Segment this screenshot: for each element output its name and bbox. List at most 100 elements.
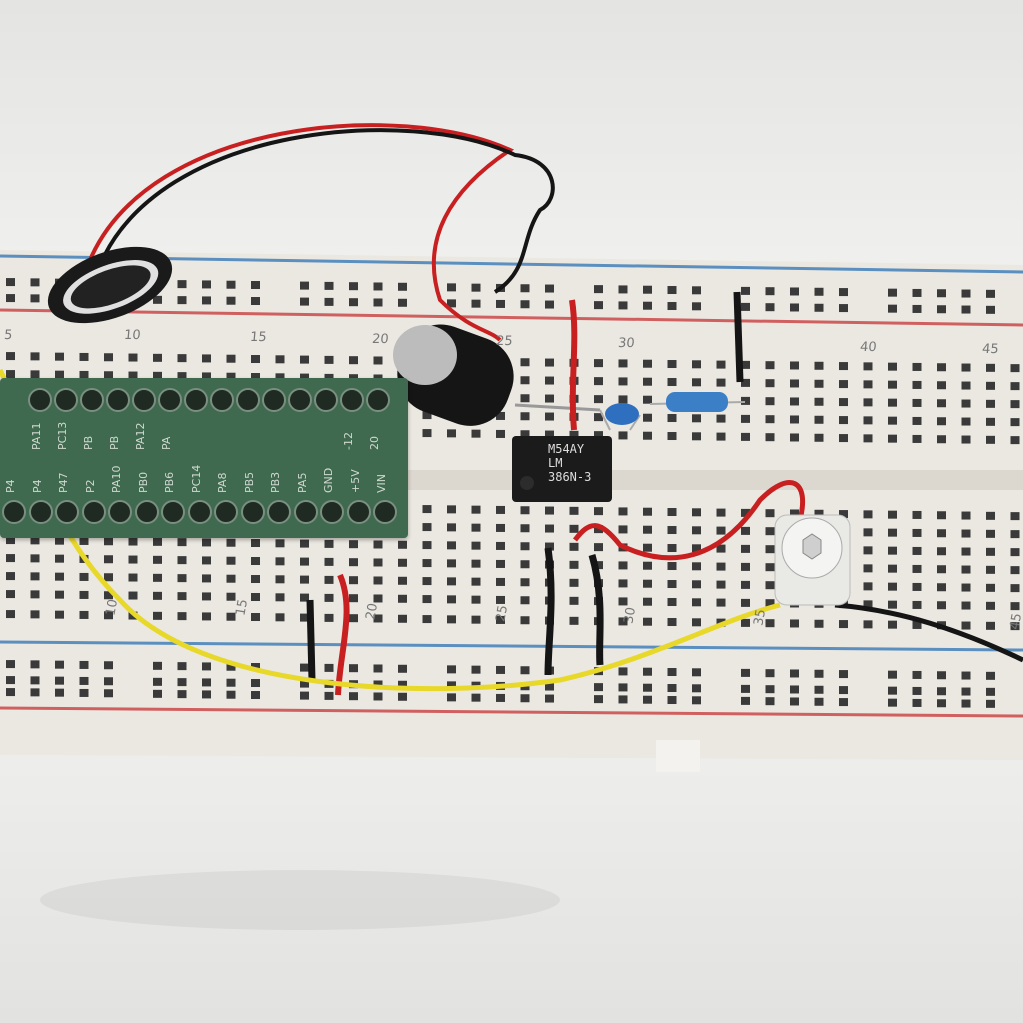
wire-black-jumper-top bbox=[733, 291, 744, 383]
breadboard-hole bbox=[520, 596, 530, 605]
breadboard-hole bbox=[300, 539, 309, 548]
breadboard-hole bbox=[251, 539, 260, 548]
breadboard-hole bbox=[202, 280, 211, 289]
breadboard-hole bbox=[692, 684, 701, 693]
pin-label: PA bbox=[160, 436, 173, 450]
column-number: 40 bbox=[859, 340, 878, 355]
breadboard-hole bbox=[618, 579, 628, 588]
breadboard-hole bbox=[618, 561, 628, 570]
breadboard-hole bbox=[520, 412, 530, 421]
breadboard-hole bbox=[692, 286, 701, 295]
breadboard-hole bbox=[594, 377, 603, 386]
column-number: 10 bbox=[103, 598, 122, 617]
breadboard-hole bbox=[692, 696, 701, 705]
breadboard-hole bbox=[104, 677, 113, 686]
breadboard-hole bbox=[349, 282, 358, 291]
pin-label: -12 bbox=[342, 432, 355, 450]
breadboard-hole bbox=[373, 540, 383, 549]
breadboard-hole bbox=[447, 665, 456, 674]
breadboard-hole bbox=[202, 662, 211, 671]
breadboard-hole bbox=[667, 360, 677, 369]
breadboard-hole bbox=[937, 511, 946, 520]
breadboard-hole bbox=[961, 621, 971, 630]
breadboard-hole bbox=[6, 536, 15, 545]
breadboard-hole bbox=[937, 699, 946, 708]
breadboard-hole bbox=[863, 582, 873, 591]
breadboard-hole bbox=[226, 678, 236, 687]
breadboard-hole bbox=[888, 546, 897, 555]
breadboard-hole bbox=[251, 355, 260, 364]
breadboard-hole bbox=[349, 298, 358, 307]
breadboard-hole bbox=[251, 281, 260, 290]
breadboard-hole bbox=[765, 697, 775, 706]
breadboard-hole bbox=[30, 554, 40, 563]
pin-label: P4 bbox=[30, 479, 44, 493]
breadboard-hole bbox=[177, 574, 187, 583]
breadboard-hole bbox=[618, 683, 628, 692]
breadboard-hole bbox=[202, 612, 211, 621]
breadboard-hole bbox=[226, 574, 236, 583]
breadboard-hole bbox=[863, 398, 873, 407]
breadboard-hole bbox=[177, 612, 187, 621]
breadboard-hole bbox=[520, 694, 530, 703]
breadboard-hole bbox=[226, 538, 236, 547]
breadboard-hole bbox=[447, 595, 456, 604]
wire-red-bottom bbox=[335, 573, 350, 696]
column-number: 20 bbox=[363, 602, 382, 621]
breadboard-hole bbox=[937, 399, 946, 408]
breadboard-hole bbox=[643, 507, 652, 516]
breadboard-hole bbox=[373, 680, 383, 689]
breadboard-hole bbox=[177, 690, 187, 699]
breadboard-hole bbox=[594, 507, 603, 516]
breadboard-hole bbox=[349, 540, 358, 549]
breadboard-hole bbox=[888, 528, 897, 537]
breadboard-hole bbox=[986, 289, 995, 298]
breadboard-hole bbox=[373, 664, 383, 673]
breadboard-hole bbox=[6, 294, 15, 303]
breadboard-hole bbox=[1010, 436, 1020, 445]
header-pin bbox=[158, 388, 182, 412]
breadboard-hole bbox=[643, 561, 652, 570]
breadboard-hole bbox=[961, 381, 971, 390]
breadboard-hole bbox=[373, 298, 383, 307]
pin-label: PB bbox=[108, 435, 121, 450]
breadboard-hole bbox=[349, 356, 358, 365]
header-pin bbox=[55, 500, 79, 524]
breadboard-hole bbox=[667, 302, 677, 311]
breadboard-hole bbox=[863, 600, 873, 609]
breadboard-hole bbox=[545, 284, 554, 293]
breadboard-hole bbox=[349, 594, 358, 603]
breadboard-hole bbox=[275, 575, 285, 584]
column-number: 15 bbox=[233, 598, 252, 617]
breadboard-hole bbox=[324, 613, 334, 622]
breadboard-hole bbox=[471, 283, 481, 292]
speaker-wire-red bbox=[88, 123, 515, 342]
breadboard-hole bbox=[692, 562, 701, 571]
breadboard-hole bbox=[55, 676, 64, 685]
breadboard-hole bbox=[814, 697, 824, 706]
breadboard-hole bbox=[667, 618, 677, 627]
rail-line-red-bottom bbox=[0, 706, 1023, 718]
breadboard-hole bbox=[300, 355, 309, 364]
breadboard-hole bbox=[765, 287, 775, 296]
wire-red-pot bbox=[573, 480, 806, 561]
breadboard-hole bbox=[692, 544, 701, 553]
breadboard-hole bbox=[643, 359, 652, 368]
breadboard-hole bbox=[594, 285, 603, 294]
breadboard-hole bbox=[863, 380, 873, 389]
breadboard-hole bbox=[496, 693, 505, 702]
breadboard-hole bbox=[814, 433, 824, 442]
header-pin bbox=[81, 500, 106, 524]
breadboard-hole bbox=[765, 433, 775, 442]
breadboard-hole bbox=[839, 434, 848, 443]
breadboard-hole bbox=[937, 687, 946, 696]
breadboard-hole bbox=[667, 668, 677, 677]
breadboard-hole bbox=[545, 394, 554, 403]
breadboard-hole bbox=[79, 610, 89, 619]
breadboard-hole bbox=[912, 686, 922, 695]
pin-label: 20 bbox=[368, 436, 381, 450]
breadboard-hole bbox=[765, 685, 775, 694]
breadboard-hole bbox=[226, 354, 236, 363]
breadboard-hole bbox=[888, 564, 897, 573]
breadboard-hole bbox=[569, 616, 579, 625]
